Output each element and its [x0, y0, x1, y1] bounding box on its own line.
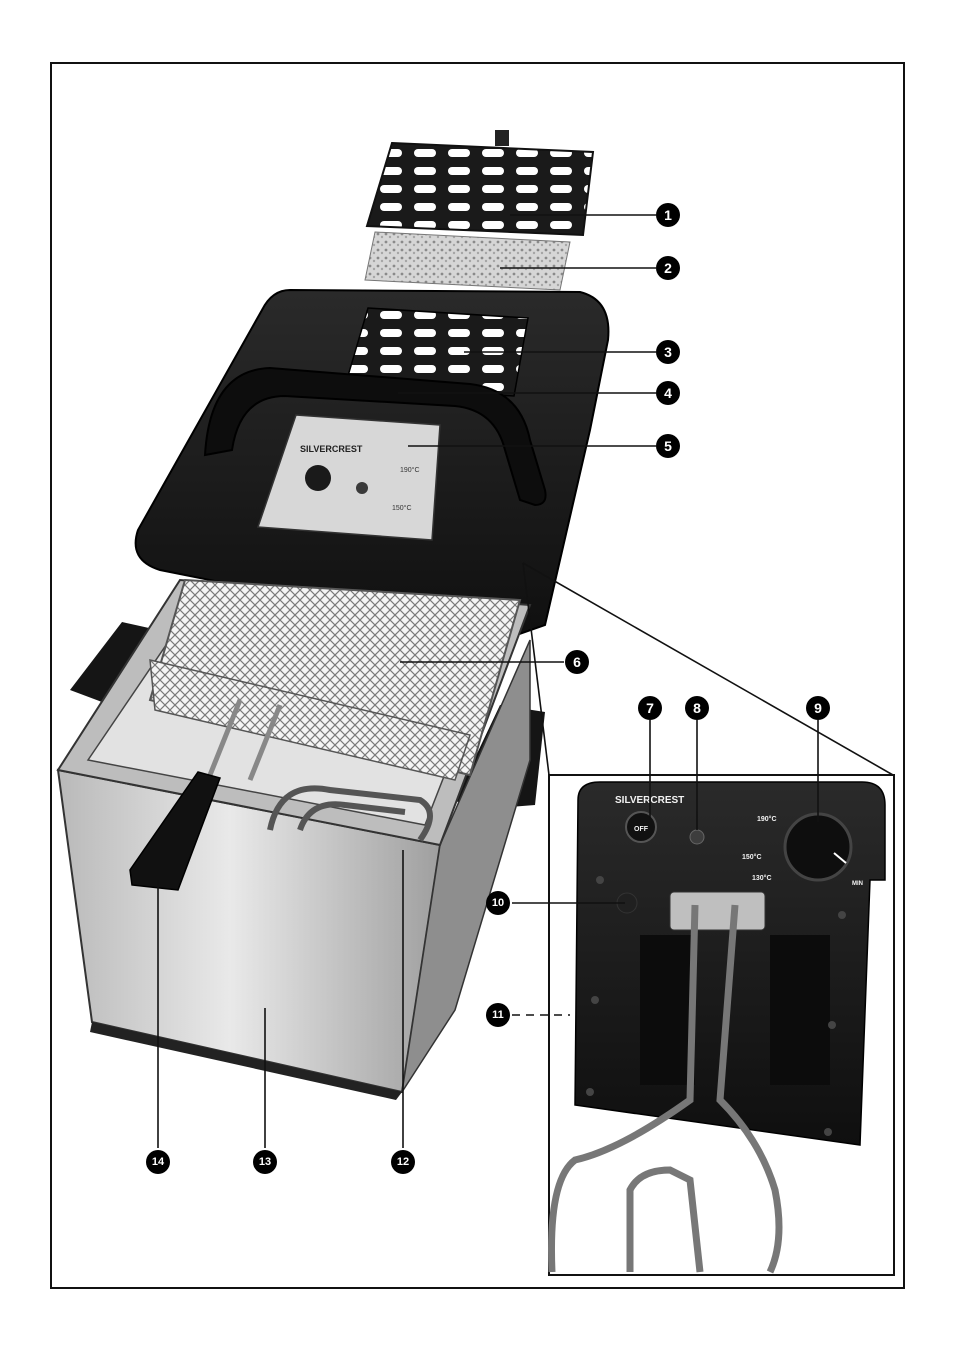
callout-14: 14: [146, 1150, 170, 1174]
callout-2: 2: [656, 256, 680, 280]
heating-lamp: [689, 829, 705, 845]
power-switch-label: OFF: [634, 826, 649, 833]
callout-5: 5: [656, 434, 680, 458]
callout-13: 13: [253, 1150, 277, 1174]
filter-foam: [364, 231, 571, 291]
callout-11: 11: [486, 1003, 510, 1027]
callout-1: 1: [656, 203, 680, 227]
callout-14-text: 14: [152, 1156, 165, 1168]
frying-basket: [129, 578, 522, 891]
lid-window: [344, 307, 529, 397]
callout-2-text: 2: [664, 260, 672, 276]
lid-temp-high: 190°C: [400, 466, 420, 474]
lid-off-switch: [305, 465, 331, 491]
callout-9: 9: [806, 696, 830, 720]
callout-10: 10: [486, 891, 510, 915]
lid-temp-mid: 150°C: [392, 504, 412, 512]
callout-6-text: 6: [573, 654, 581, 670]
callout-12: 12: [391, 1150, 415, 1174]
heating-element-inside: [267, 785, 433, 842]
callout-9-text: 9: [814, 700, 822, 716]
callout-8: 8: [685, 696, 709, 720]
callout-13-text: 13: [259, 1156, 271, 1168]
lid: SILVERCREST 190°C 150°C: [134, 288, 610, 647]
thermostat-dial: [783, 812, 853, 882]
callout-12-text: 12: [397, 1156, 409, 1168]
filter-cover: [365, 130, 595, 237]
callout-badges: 1 2 3 4 5 6 7 8: [146, 203, 830, 1174]
callout-11-text: 11: [492, 1009, 504, 1021]
lid-handle: [203, 366, 547, 507]
lid-control-panel: [256, 414, 441, 541]
unit-temp-low: 130°C: [752, 874, 772, 882]
callout-10-text: 10: [492, 897, 504, 909]
callout-4: 4: [656, 381, 680, 405]
callout-3-text: 3: [664, 344, 672, 360]
unit-temp-mid: 150°C: [742, 853, 762, 861]
callout-7: 7: [638, 696, 662, 720]
lid-brand-text: SILVERCREST: [300, 444, 363, 454]
callout-7-text: 7: [646, 700, 654, 716]
zoom-inset: OFF SILVERCREST 190°C 150°C 130°C MIN: [522, 562, 895, 1276]
callout-8-text: 8: [693, 700, 701, 716]
callout-1-text: 1: [664, 207, 672, 223]
unit-temp-high: 190°C: [757, 815, 777, 823]
callout-5-text: 5: [664, 438, 672, 454]
outer-frame: [50, 62, 905, 1289]
callout-4-text: 4: [664, 385, 672, 401]
heating-element: [548, 904, 783, 1274]
leader-lines: [157, 214, 819, 1148]
dial-min-label: MIN: [852, 881, 863, 887]
lid-indicator-lamp: [356, 482, 368, 494]
basket-handle: [129, 771, 221, 891]
callout-3: 3: [656, 340, 680, 364]
power-switch: [625, 811, 657, 843]
callout-6: 6: [565, 650, 589, 674]
